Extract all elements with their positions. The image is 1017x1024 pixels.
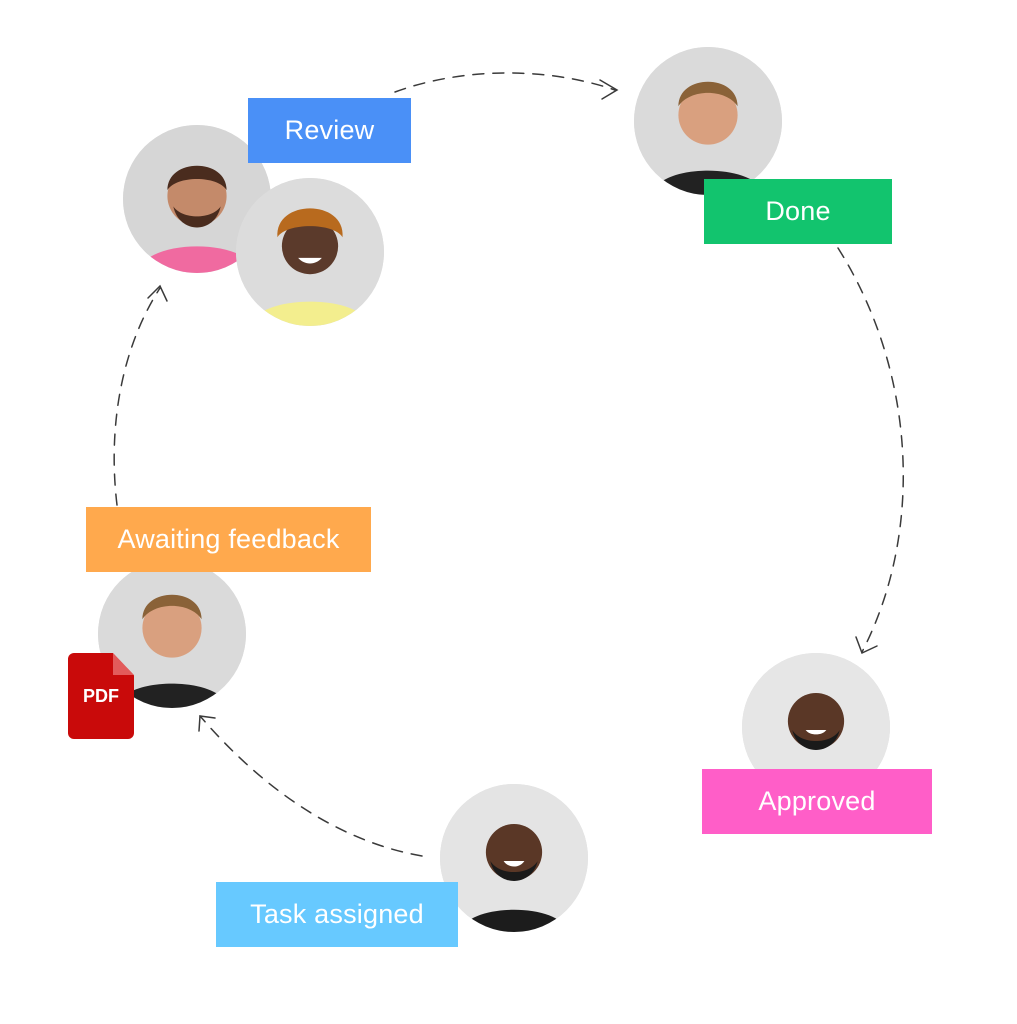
arrow-done-to-approved (837, 247, 904, 653)
stage-approved-label: Approved (702, 769, 932, 834)
arrowhead-awaiting (198, 715, 216, 732)
pdf-label: PDF (83, 685, 119, 706)
person-avatar-icon (634, 47, 782, 195)
task-assigned-avatar (440, 784, 588, 932)
stage-done-label: Done (704, 179, 892, 244)
person-avatar-icon (440, 784, 588, 932)
stage-task-assigned-label: Task assigned (216, 882, 458, 947)
stage-review-label: Review (248, 98, 411, 163)
arrowhead-approved (855, 636, 878, 655)
arrowhead-done (599, 79, 619, 100)
person-avatar-icon (236, 178, 384, 326)
review-avatar-2 (236, 178, 384, 326)
arrow-review-to-done (394, 72, 616, 93)
arrow-task-to-awaiting (199, 715, 423, 857)
stage-awaiting-feedback-label: Awaiting feedback (86, 507, 371, 572)
done-avatar (634, 47, 782, 195)
arrowhead-review (147, 284, 168, 302)
arrow-awaiting-to-review (113, 287, 161, 506)
